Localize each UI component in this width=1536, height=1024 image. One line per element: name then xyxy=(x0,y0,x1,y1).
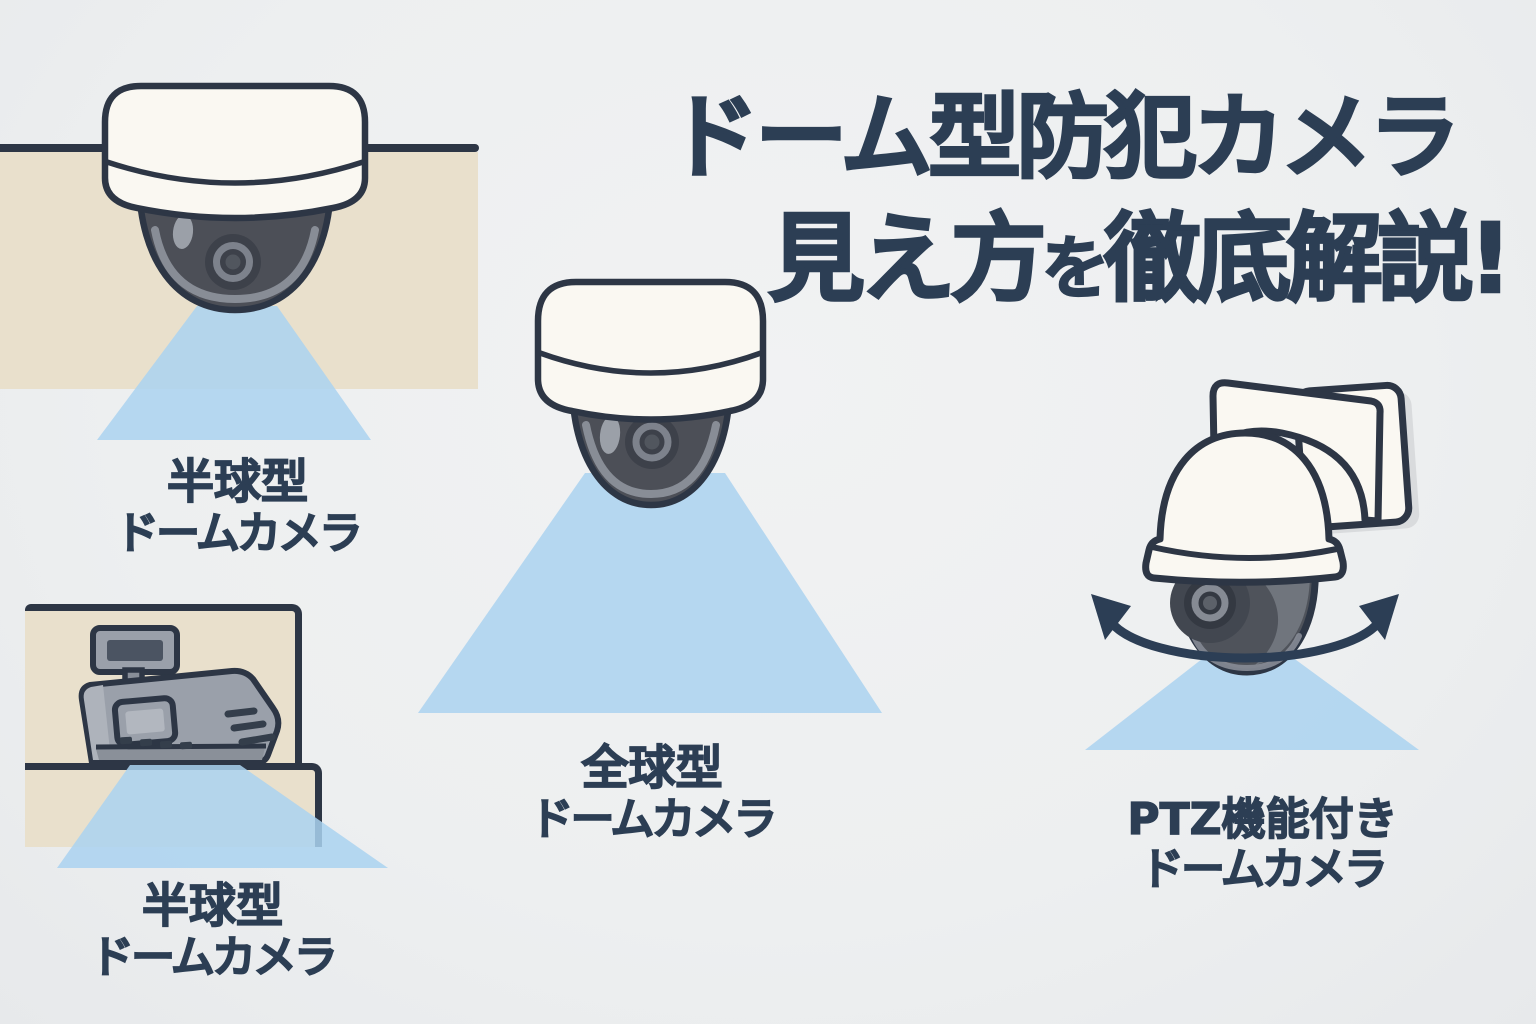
title-line-2: 見え方を徹底解説! xyxy=(680,207,1536,310)
label-line2: ドームカメラ xyxy=(115,508,364,560)
register-keys xyxy=(119,736,193,750)
camera-type-label: 半球型 ドームカメラ xyxy=(30,879,395,984)
label-line1: 半球型 xyxy=(166,455,308,510)
dome-highlight xyxy=(599,416,621,454)
camera-housing xyxy=(101,82,369,222)
label-line1: PTZ機能付き xyxy=(1127,794,1398,845)
mount-arm xyxy=(1209,379,1384,525)
title-line2-prefix: 見え方 xyxy=(767,202,1048,315)
label-line1: 半球型 xyxy=(141,879,283,934)
register-display xyxy=(111,695,179,748)
camera-lens xyxy=(625,415,679,469)
camera-type-label: 半球型 ドームカメラ xyxy=(55,455,420,560)
hemispherical-dome-camera-illustration xyxy=(97,82,371,440)
label-line2: ドームカメラ xyxy=(529,794,778,846)
title-line-1: ドーム型防犯カメラ xyxy=(666,84,1462,191)
dome-highlight xyxy=(172,215,194,249)
camera-type-label: PTZ機能付き ドームカメラ xyxy=(1080,794,1445,895)
view-cone xyxy=(418,473,882,713)
cash-register-illustration xyxy=(78,625,282,766)
register-slots xyxy=(224,707,276,746)
register-body xyxy=(78,667,282,766)
view-cone xyxy=(97,306,371,440)
full-dome-camera-illustration xyxy=(418,278,882,713)
page-title: ドーム型防犯カメラ 見え方を徹底解説! xyxy=(620,88,1536,310)
label-line2: ドームカメラ xyxy=(90,932,339,984)
ptz-dome-camera-illustration xyxy=(1085,379,1420,750)
label-line2: ドームカメラ xyxy=(1140,843,1389,895)
camera-bell-housing xyxy=(1142,429,1347,586)
camera-type-label: 全球型 ドームカメラ xyxy=(462,741,842,846)
rotation-arrows-icon xyxy=(1091,594,1399,663)
camera-lens xyxy=(205,234,261,290)
camera-housing xyxy=(534,278,767,423)
title-line2-particle: を xyxy=(1041,229,1111,309)
view-cone xyxy=(1085,624,1419,750)
label-line1: 全球型 xyxy=(581,741,723,796)
title-line2-suffix: 徹底解説! xyxy=(1103,202,1513,315)
